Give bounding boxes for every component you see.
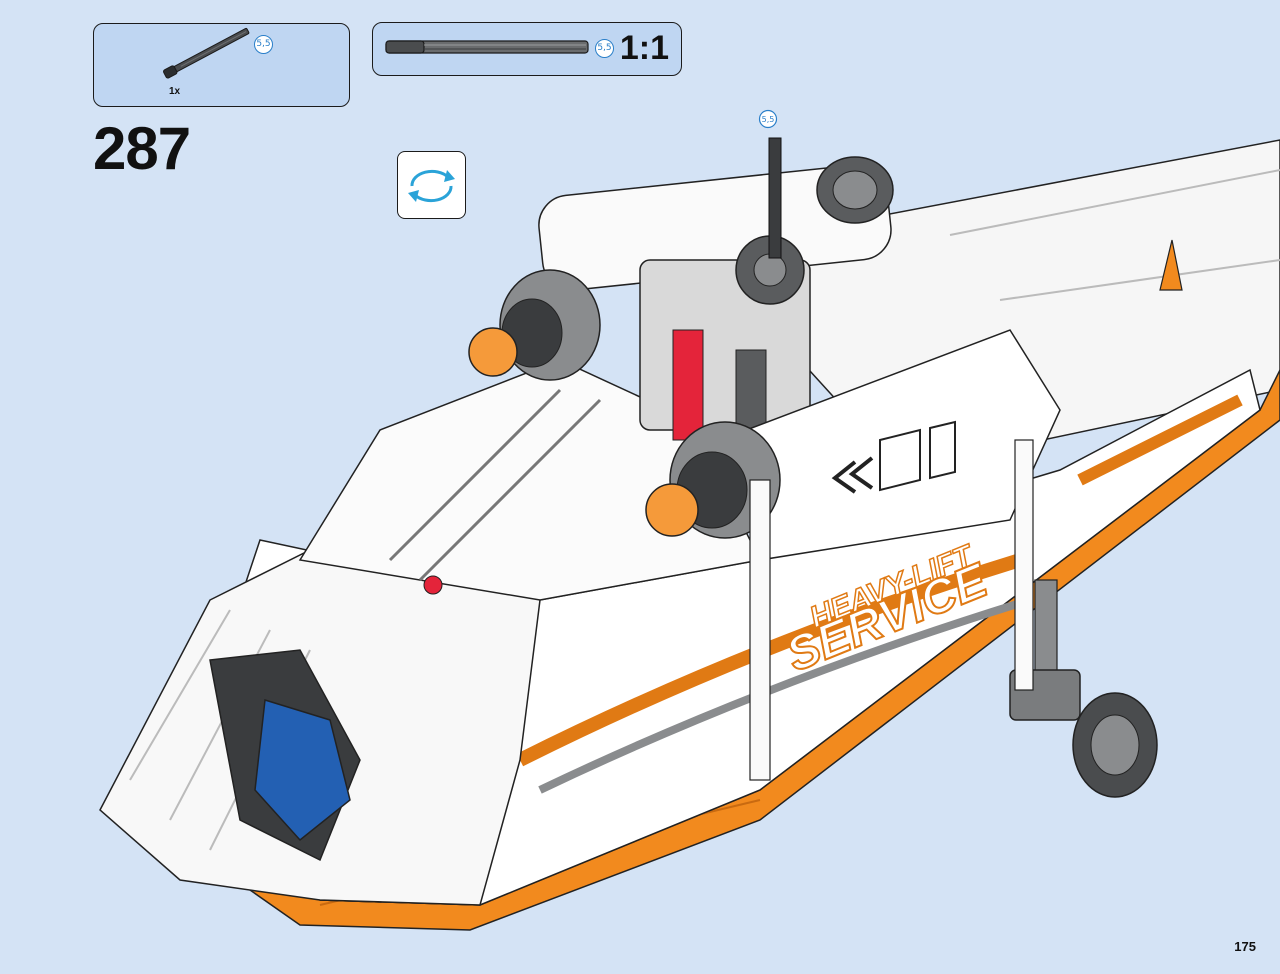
tail-fin — [1159, 239, 1183, 291]
part-length-badge: 5,5 — [254, 35, 273, 54]
step-number: 287 — [93, 115, 191, 182]
scale-length-badge: 5,5 — [595, 39, 614, 58]
rear-engine-cone — [468, 327, 518, 377]
parts-callout: 5,5 1x — [93, 23, 350, 107]
red-light — [423, 575, 443, 595]
scale-callout: 5,5 1:1 — [372, 22, 682, 76]
part-quantity: 1x — [169, 86, 181, 97]
page-number: 175 — [1234, 939, 1256, 954]
blue-seat — [254, 699, 351, 842]
front-engine-cone — [645, 483, 699, 537]
rotate-model-box — [397, 151, 466, 219]
rotate-model-icon — [408, 169, 455, 203]
model-axle-badge: 5,5 — [762, 115, 775, 124]
inserted-axle — [768, 137, 782, 259]
axle-actual-size-icon — [385, 40, 589, 54]
scale-label: 1:1 — [619, 29, 669, 67]
technic-axle-icon — [163, 28, 250, 79]
